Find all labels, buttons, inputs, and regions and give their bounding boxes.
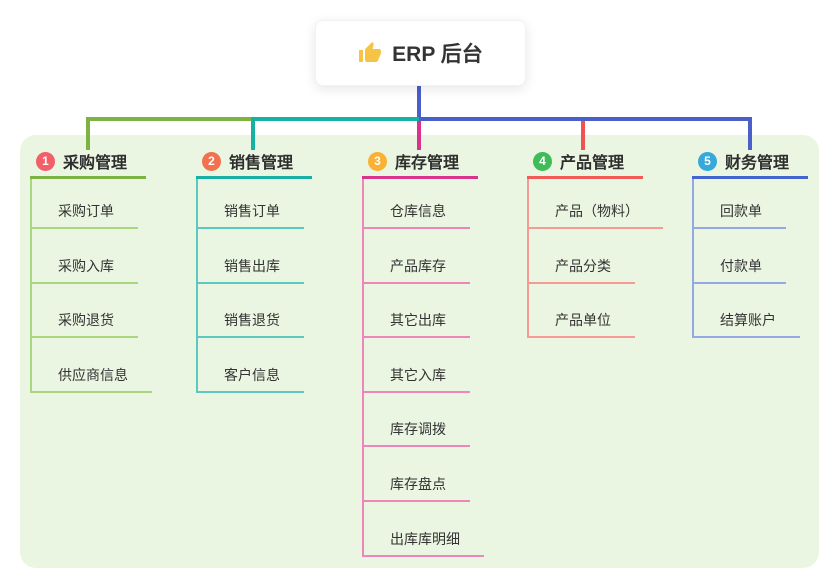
- badge-3: 3: [368, 151, 387, 171]
- node-product-material[interactable]: 产品（物料）: [527, 201, 663, 229]
- branch-title-inventory[interactable]: 3 库存管理: [362, 146, 478, 179]
- connector-horizontal-green: [86, 117, 253, 121]
- node-warehouse-info[interactable]: 仓库信息: [362, 201, 470, 229]
- node-purchase-inbound[interactable]: 采购入库: [30, 256, 138, 284]
- node-purchase-order[interactable]: 采购订单: [30, 201, 138, 229]
- connector-root-stem: [417, 84, 421, 119]
- connector-drop-inventory: [417, 121, 421, 150]
- badge-5: 5: [698, 151, 717, 171]
- connector-horizontal-indigo: [419, 117, 752, 121]
- branch-sales: 2 销售管理 销售订单 销售出库 销售退货 客户信息: [196, 146, 312, 393]
- branch-label: 采购管理: [63, 155, 128, 172]
- branch-children: 仓库信息 产品库存 其它出库 其它入库 库存调拨 库存盘点 出库库明细: [362, 179, 484, 557]
- badge-4: 4: [533, 151, 552, 171]
- branch-label: 产品管理: [560, 155, 625, 172]
- node-settlement-account[interactable]: 结算账户: [692, 310, 800, 339]
- root-node-erp-backend[interactable]: ERP 后台: [315, 20, 526, 86]
- branch-purchase: 1 采购管理 采购订单 采购入库 采购退货 供应商信息: [30, 146, 152, 393]
- branch-children: 销售订单 销售出库 销售退货 客户信息: [196, 179, 312, 393]
- connector-drop-finance: [748, 117, 752, 150]
- node-payment-bill[interactable]: 付款单: [692, 256, 786, 284]
- node-sales-return[interactable]: 销售退货: [196, 310, 304, 339]
- node-other-outbound[interactable]: 其它出库: [362, 310, 470, 339]
- node-other-inbound[interactable]: 其它入库: [362, 365, 470, 393]
- branches-panel: [20, 135, 819, 568]
- branch-title-product[interactable]: 4 产品管理: [527, 146, 643, 179]
- node-purchase-return[interactable]: 采购退货: [30, 310, 138, 339]
- root-node-label: ERP 后台: [392, 43, 483, 66]
- branch-inventory: 3 库存管理 仓库信息 产品库存 其它出库 其它入库 库存调拨 库存盘点 出库库…: [362, 146, 484, 557]
- branch-label: 库存管理: [395, 155, 460, 172]
- branch-label: 财务管理: [725, 155, 790, 172]
- connector-horizontal-teal: [251, 117, 421, 121]
- connector-drop-purchase: [86, 117, 90, 150]
- branch-title-purchase[interactable]: 1 采购管理: [30, 146, 146, 179]
- branch-title-sales[interactable]: 2 销售管理: [196, 146, 312, 179]
- node-supplier-info[interactable]: 供应商信息: [30, 365, 152, 393]
- connector-drop-product: [581, 121, 585, 150]
- badge-2: 2: [202, 151, 221, 171]
- node-sales-outbound[interactable]: 销售出库: [196, 256, 304, 284]
- branch-finance: 5 财务管理 回款单 付款单 结算账户: [692, 146, 808, 339]
- branch-title-finance[interactable]: 5 财务管理: [692, 146, 808, 179]
- node-product-stock[interactable]: 产品库存: [362, 256, 470, 284]
- node-product-unit[interactable]: 产品单位: [527, 310, 635, 339]
- branch-product: 4 产品管理 产品（物料） 产品分类 产品单位: [527, 146, 663, 339]
- branch-children: 产品（物料） 产品分类 产品单位: [527, 179, 663, 339]
- branch-label: 销售管理: [229, 155, 294, 172]
- node-customer-info[interactable]: 客户信息: [196, 365, 304, 393]
- node-receipt-bill[interactable]: 回款单: [692, 201, 786, 229]
- thumbs-up-icon: [358, 41, 382, 65]
- node-product-category[interactable]: 产品分类: [527, 256, 635, 284]
- badge-1: 1: [36, 151, 55, 171]
- node-stock-transfer[interactable]: 库存调拨: [362, 419, 470, 448]
- branch-children: 采购订单 采购入库 采购退货 供应商信息: [30, 179, 152, 393]
- branch-children: 回款单 付款单 结算账户: [692, 179, 808, 339]
- node-outbound-detail[interactable]: 出库库明细: [362, 529, 484, 557]
- connector-drop-sales: [251, 117, 255, 150]
- node-sales-order[interactable]: 销售订单: [196, 201, 304, 229]
- node-stock-taking[interactable]: 库存盘点: [362, 474, 470, 502]
